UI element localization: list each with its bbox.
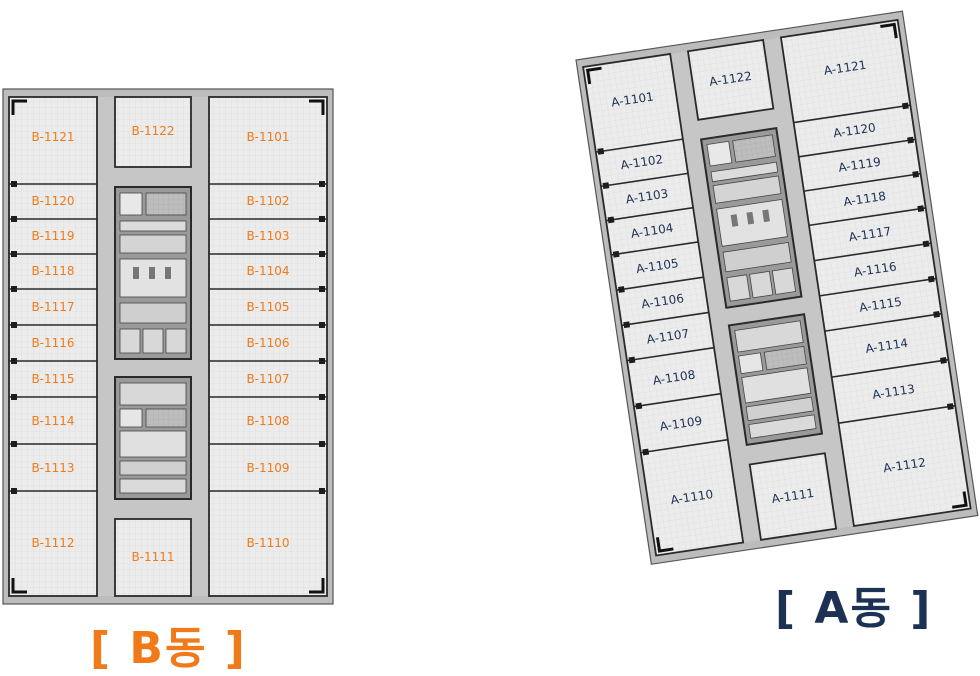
unit-label: A-1116 [853,259,897,279]
unit-label: A-1109 [659,414,703,434]
unit-label: B-1107 [246,372,289,386]
unit-label: A-1102 [620,152,664,172]
building-b-plan: B-1121B-1120B-1119B-1118B-1117B-1116B-11… [1,87,335,606]
unit-label: B-1104 [246,264,289,278]
unit-label: A-1110 [670,487,714,507]
unit-label: B-1113 [31,461,74,475]
unit-label: B-1108 [246,414,289,428]
building-a-caption: [ A동 ] [775,583,933,634]
unit-label: B-1102 [246,194,289,208]
unit-label: A-1108 [652,368,696,388]
unit-label: A-1107 [646,326,690,346]
unit-label: A-1111 [771,486,815,506]
unit-label: B-1110 [246,536,289,550]
unit-label: B-1116 [31,336,74,350]
unit-label: B-1111 [131,550,174,564]
unit-label: A-1120 [832,120,876,140]
unit-label: B-1101 [246,130,289,144]
unit-label: A-1106 [640,291,684,311]
building-b-caption: [ B동 ] [90,623,247,674]
unit-label: B-1117 [31,300,74,314]
unit-label: B-1118 [31,264,74,278]
unit-label: B-1119 [31,229,74,243]
unit-label: A-1115 [858,295,902,315]
unit-label: A-1112 [882,455,926,475]
unit-label: A-1119 [837,155,881,175]
unit-label: A-1101 [610,90,654,110]
unit-label: A-1114 [864,336,908,356]
unit-label: A-1118 [843,189,887,209]
unit-label: B-1103 [246,229,289,243]
unit-label: A-1122 [708,69,752,89]
unit-label: A-1113 [871,382,915,402]
unit-label: B-1120 [31,194,74,208]
unit-label: B-1114 [31,414,74,428]
unit-label: A-1105 [635,256,679,276]
unit-label: B-1105 [246,300,289,314]
unit-label: A-1117 [848,224,892,244]
unit-label: B-1112 [31,536,74,550]
unit-label: B-1122 [131,124,174,138]
unit-label: A-1121 [823,58,867,78]
unit-label: A-1103 [625,186,669,206]
unit-label: B-1106 [246,336,289,350]
building-a-plan: A-1101A-1102A-1103A-1104A-1105A-1106A-11… [574,9,980,566]
unit-label: B-1115 [31,372,74,386]
unit-label: A-1104 [630,221,674,241]
unit-label: B-1109 [246,461,289,475]
unit-label: B-1121 [31,130,74,144]
